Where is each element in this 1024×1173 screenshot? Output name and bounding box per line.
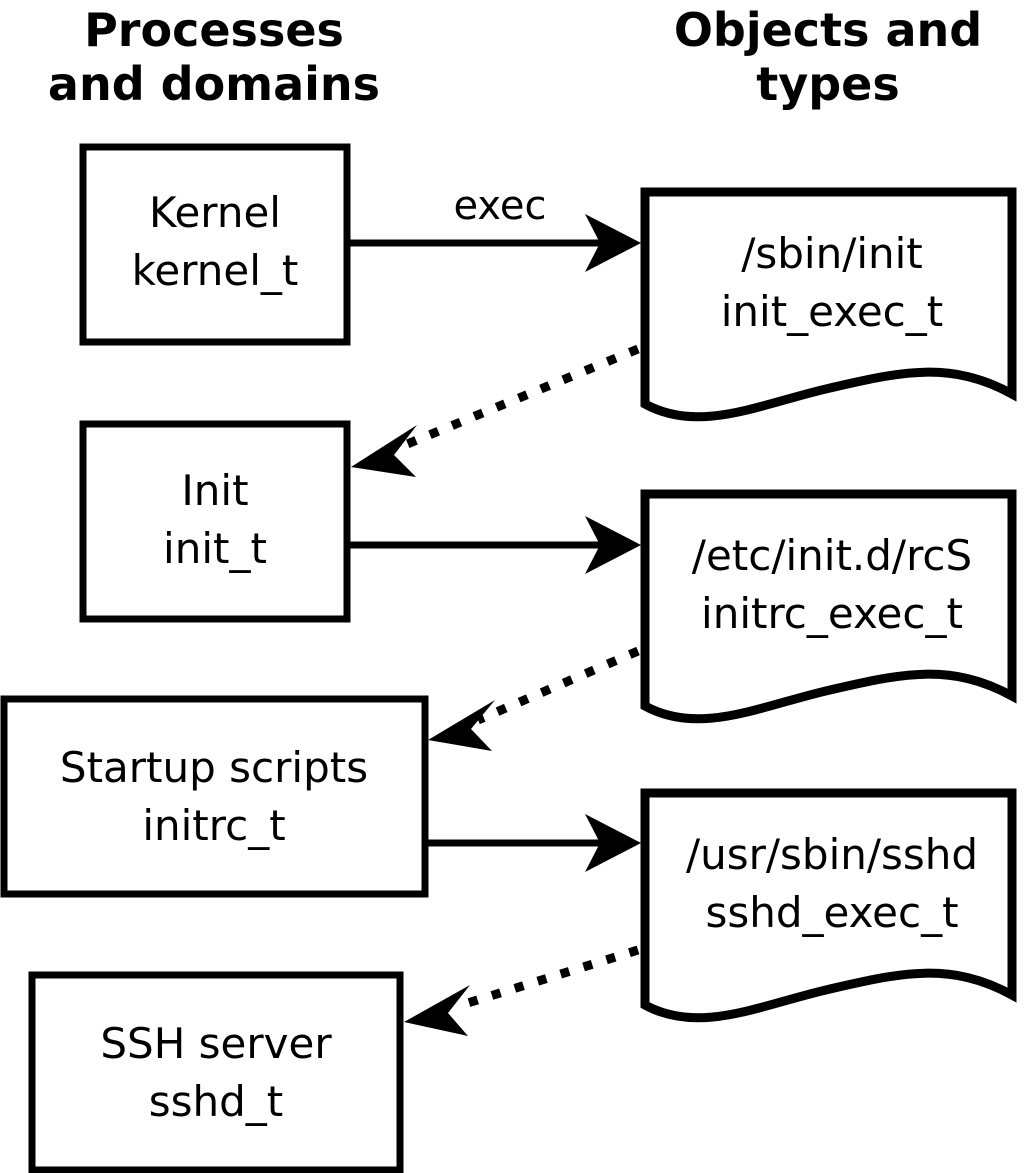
node-sshd-exec-line1: /usr/sbin/sshd [686,830,978,879]
node-sshd-exec-document-shape[interactable] [640,788,1017,1023]
arrow-head-icon [585,516,641,574]
node-initrc-exec-line2: initrc_exec_t [701,589,963,638]
node-initrc-box[interactable] [0,695,429,898]
node-sshd-exec-line2: sshd_exec_t [705,888,958,937]
node-init-exec-line1: /sbin/init [741,229,923,278]
node-init-line2: init_t [163,524,267,573]
column-header-processes-line2: and domains [48,57,380,111]
edge-init-exec-transition-init [351,344,640,477]
node-initrc[interactable]: Startup scripts initrc_t [0,695,429,898]
edge-sshd-exec-transition-sshd [404,945,640,1036]
node-init-exec-line2: init_exec_t [721,287,944,336]
arrow-head-icon [585,214,641,272]
node-sshd-box[interactable] [28,971,404,1173]
arrow-head-icon [585,814,641,872]
edge-initrc-exec-sshd-exec [428,814,641,872]
node-init-box[interactable] [79,420,351,623]
arrow-head-icon [428,700,495,751]
node-initrc-exec-line1: /etc/init.d/rcS [692,531,972,580]
edge-init-exec-initrc-exec [350,516,641,574]
node-sshd-line1: SSH server [100,1019,332,1068]
node-kernel[interactable]: Kernel kernel_t [79,143,351,346]
node-init-line1: Init [181,466,248,515]
column-header-objects-line2: types [756,57,899,111]
node-initrc-exec-document-shape[interactable] [640,489,1017,724]
column-header-objects: Objects and types [674,3,982,111]
node-kernel-box[interactable] [79,143,351,346]
node-sshd[interactable]: SSH server sshd_t [28,971,404,1173]
arrow-head-icon [404,985,470,1036]
node-init-exec-document-shape[interactable] [640,187,1017,422]
node-kernel-line2: kernel_t [132,246,299,295]
arrow-head-icon [351,425,417,477]
node-init-exec[interactable]: /sbin/init init_exec_t [640,187,1017,422]
node-sshd-exec[interactable]: /usr/sbin/sshd sshd_exec_t [640,788,1017,1023]
edge-line [398,344,640,452]
node-initrc-line2: initrc_t [142,801,285,850]
column-header-objects-line1: Objects and [674,3,982,57]
edge-kernel-exec-init-exec: exec [350,183,641,272]
node-initrc-line1: Startup scripts [60,743,368,792]
node-sshd-line2: sshd_t [149,1077,284,1126]
column-header-processes-line1: Processes [84,3,344,57]
node-init[interactable]: Init init_t [79,420,351,623]
edge-initrc-exec-transition-initrc [428,646,640,751]
node-kernel-line1: Kernel [149,188,281,237]
edge-label-exec: exec [454,183,547,229]
edge-line [476,646,640,725]
node-initrc-exec[interactable]: /etc/init.d/rcS initrc_exec_t [640,489,1017,724]
edge-line [453,945,640,1012]
column-header-processes: Processes and domains [48,3,380,111]
